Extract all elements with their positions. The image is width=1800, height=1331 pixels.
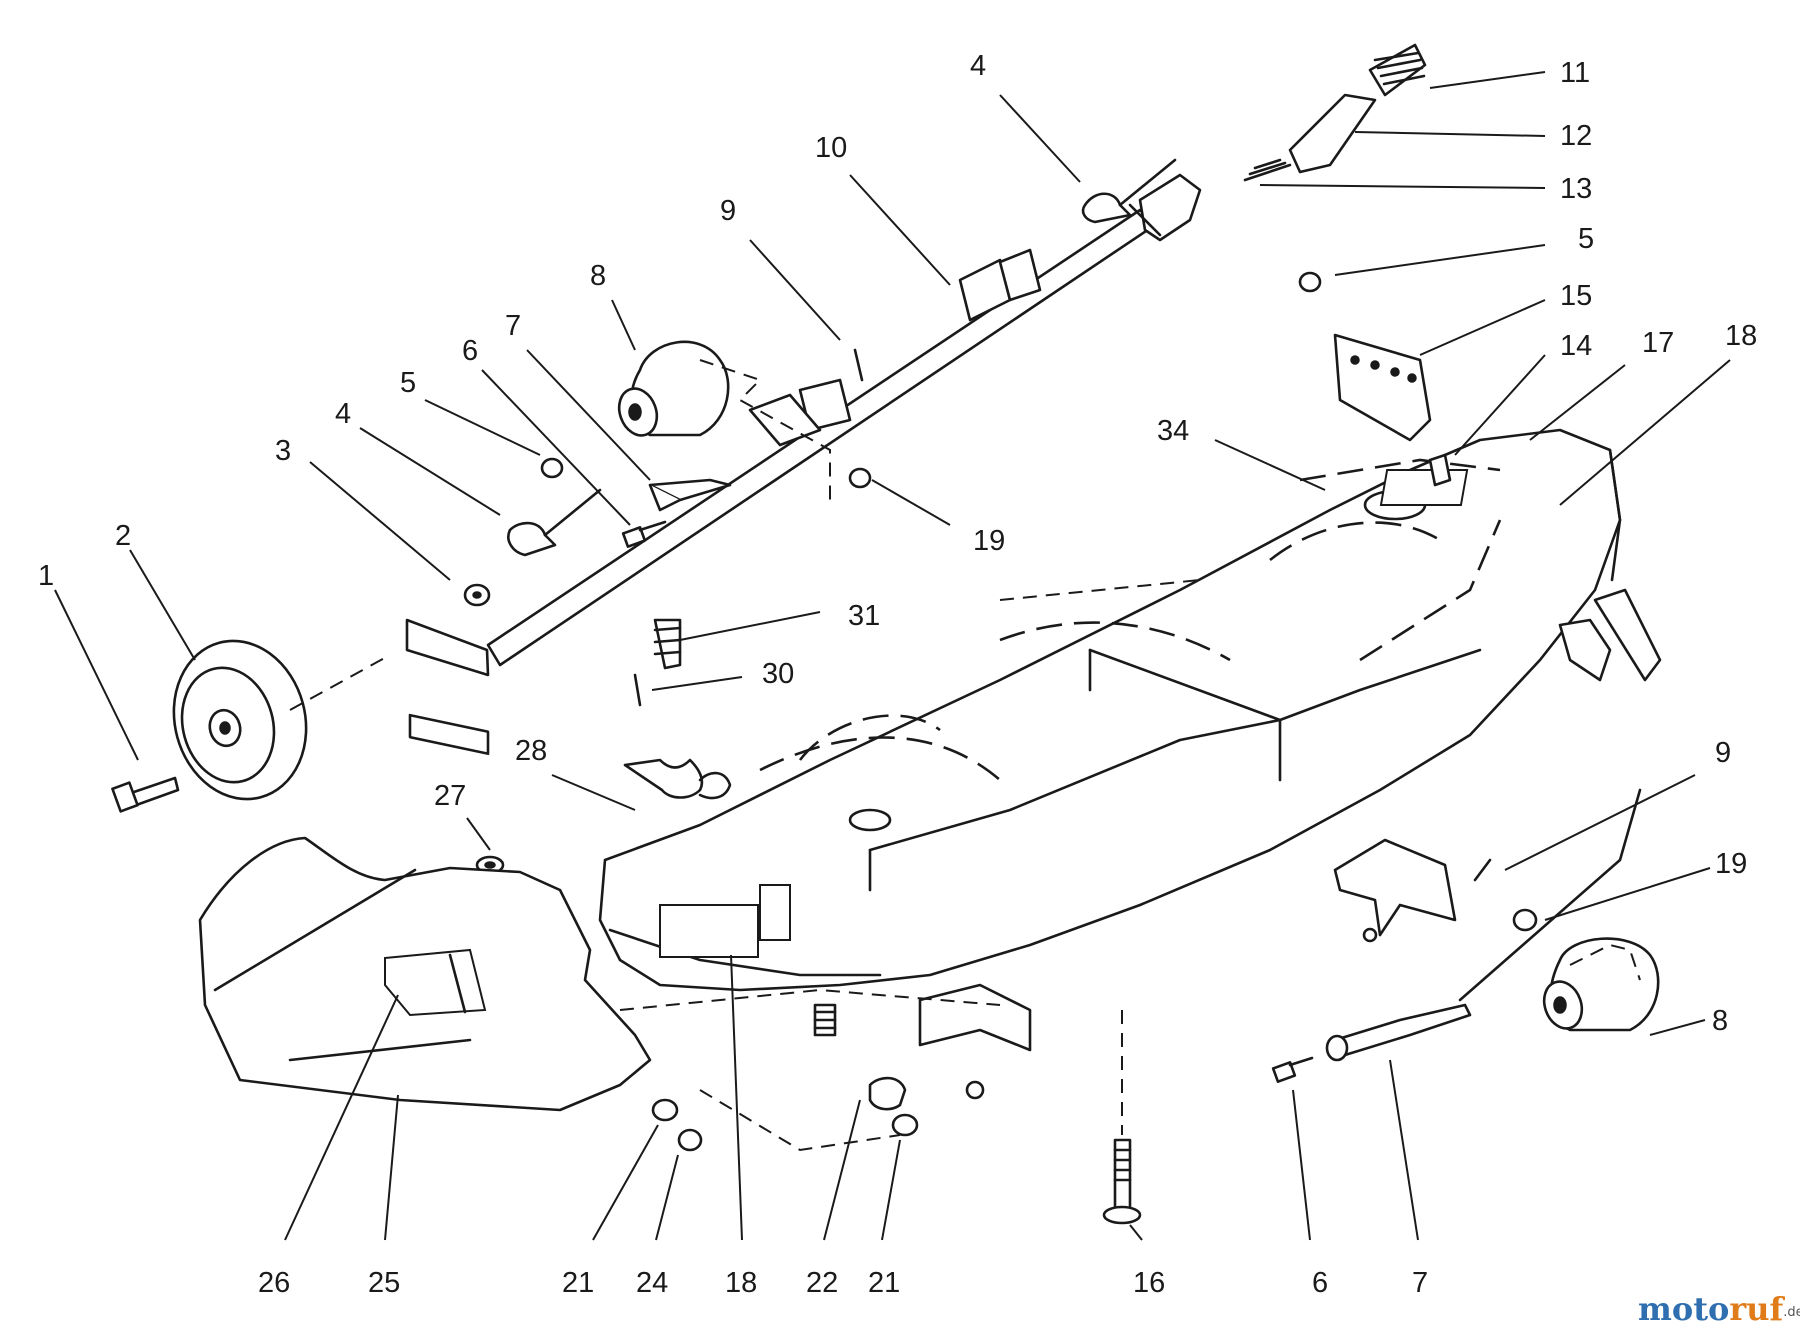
callout-1: 1: [38, 560, 54, 592]
anti-scalp-roller-right: [1542, 937, 1660, 1032]
callout-6-right: 6: [1312, 1267, 1328, 1299]
lift-bolt: [653, 618, 682, 670]
lift-rod-assembly: [405, 173, 1202, 756]
callout-30: 30: [762, 658, 794, 690]
cotter-pins: [633, 348, 1492, 882]
callout-28: 28: [515, 735, 547, 767]
watermark-part1: moto: [1638, 1290, 1729, 1328]
wheel-bolt: [111, 776, 180, 813]
mower-deck-housing: [598, 428, 1642, 1002]
callout-2: 2: [115, 520, 131, 552]
callout-13: 13: [1560, 173, 1592, 205]
callout-5: 5: [400, 367, 416, 399]
callout-18-lower: 18: [725, 1267, 757, 1299]
callout-15: 15: [1560, 280, 1592, 312]
hairpin-clip: [507, 488, 602, 557]
discharge-deflector: [198, 836, 652, 1112]
callout-12: 12: [1560, 120, 1592, 152]
deck-stud: [813, 1003, 907, 1111]
carriage-bolt: [1102, 1138, 1142, 1225]
roller-bracket-right: [1333, 838, 1457, 943]
callout-34: 34: [1157, 415, 1189, 447]
callout-8: 8: [590, 260, 606, 292]
callout-6: 6: [462, 335, 478, 367]
gauge-wheel: [172, 639, 308, 801]
callout-21: 21: [562, 1267, 594, 1299]
callout-9-right: 9: [1715, 737, 1731, 769]
lift-pedal: [1243, 43, 1427, 182]
callout-5-upper: 5: [1578, 223, 1594, 255]
callout-3: 3: [275, 435, 291, 467]
leader-lines: [54, 71, 1731, 1241]
hex-bolt-right: [1271, 1056, 1314, 1083]
svg-text:motoruf.de: motoruf.de: [1638, 1290, 1800, 1328]
callout-21-right: 21: [868, 1267, 900, 1299]
callout-26: 26: [258, 1267, 290, 1299]
callout-22: 22: [806, 1267, 838, 1299]
roller-axle-bolt: [648, 478, 732, 512]
callout-19: 19: [973, 525, 1005, 557]
callout-10: 10: [815, 132, 847, 164]
callout-14: 14: [1560, 330, 1592, 362]
motoruf-watermark-logo: motoruf.de: [1638, 1290, 1800, 1328]
hairpin-clip-upper: [1081, 158, 1177, 224]
callout-27: 27: [434, 780, 466, 812]
callout-labels: 1 2 3 4 5 6 7 8 9 10 4 11 12 13 5 15 14 …: [38, 50, 1757, 1299]
callout-19-right: 19: [1715, 848, 1747, 880]
deck-decal-rear: [1379, 469, 1469, 506]
callout-17: 17: [1642, 327, 1674, 359]
callout-31: 31: [848, 600, 880, 632]
nuts-and-fasteners: [463, 271, 1538, 1152]
callout-9: 9: [720, 195, 736, 227]
rod-mounting-brackets: [748, 248, 1042, 447]
callout-24: 24: [636, 1267, 668, 1299]
callout-11: 11: [1560, 57, 1590, 89]
callout-16: 16: [1133, 1267, 1165, 1299]
deck-decal-front: [659, 904, 759, 958]
callout-4-upper: 4: [970, 50, 986, 82]
pedal-bracket: [1333, 333, 1452, 487]
callout-7: 7: [505, 310, 521, 342]
watermark-suffix: .de: [1783, 1305, 1800, 1320]
callout-25: 25: [368, 1267, 400, 1299]
torsion-spring: [623, 758, 732, 800]
callout-7-right: 7: [1412, 1267, 1428, 1299]
watermark-part2: ruf: [1729, 1290, 1785, 1328]
roller-axle-bolt-right: [1325, 1003, 1472, 1062]
callout-4: 4: [335, 398, 351, 430]
callout-8-right: 8: [1712, 1005, 1728, 1037]
anti-scalp-roller: [617, 340, 831, 500]
hex-bolt-small: [621, 520, 667, 548]
callout-18-upper: 18: [1725, 320, 1757, 352]
